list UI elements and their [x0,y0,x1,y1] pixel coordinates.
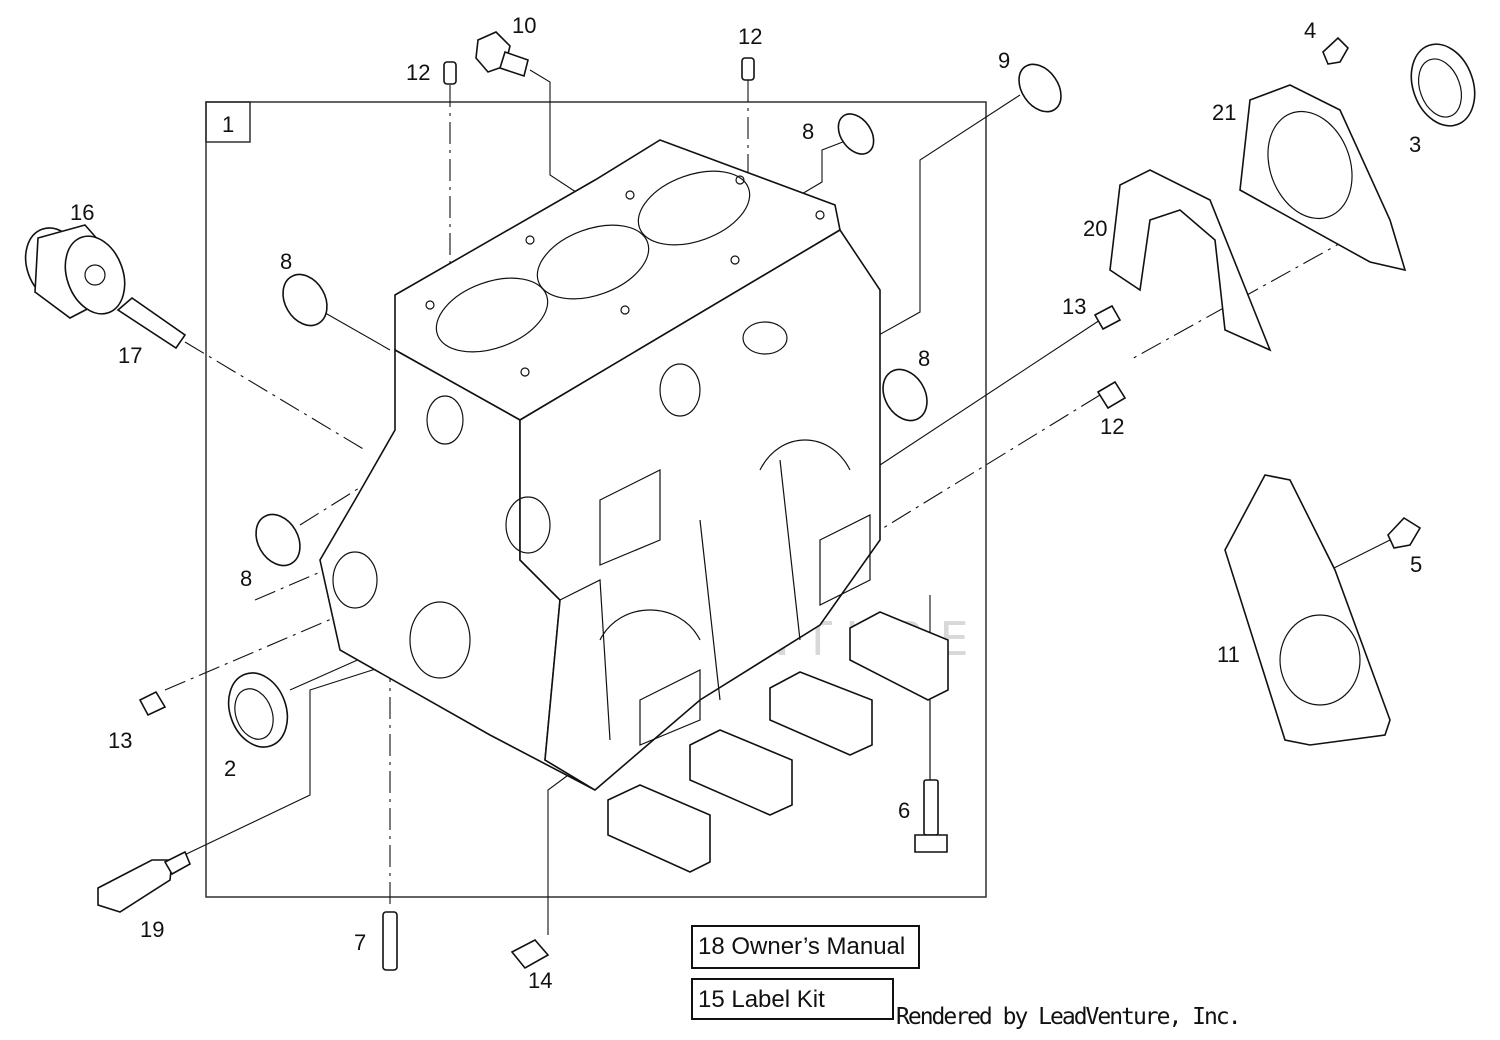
oil-filter-16 [24,224,126,319]
expansion-plug-8 [255,113,928,567]
oil-seal-3 [1410,43,1476,127]
callout-8: 8 [240,566,252,591]
filter-nipple-17 [116,296,187,350]
callout-17: 17 [118,343,142,368]
callout-7: 7 [354,930,366,955]
dowel-pin-12 [443,57,1127,410]
callout-12: 12 [406,60,430,85]
plug-9 [1018,63,1062,113]
main-bearing-bolt-6 [914,779,948,853]
pressure-switch-19 [97,850,192,913]
label-kit-note[interactable]: 15 Label Kit [691,978,894,1020]
callout-8: 8 [802,119,814,144]
callout-12: 12 [1100,414,1124,439]
cylinder-block [319,139,881,791]
owners-manual-note[interactable]: 18 Owner’s Manual [691,925,920,969]
stud-7 [382,911,398,971]
callout-labels: 10 12 12 9 8 4 21 3 16 20 8 13 17 8 12 5… [70,13,1422,993]
oil-seal-2 [227,672,289,748]
callout-13: 13 [108,728,132,753]
callout-9: 9 [998,48,1010,73]
callout-12: 12 [738,24,762,49]
gasket-20 [1109,169,1272,352]
callout-21: 21 [1212,100,1236,125]
plug-14 [510,938,550,970]
render-credit: Rendered by LeadVenture, Inc. [896,1004,1242,1030]
fitting-4 [1322,36,1349,65]
callout-8: 8 [280,249,292,274]
callout-14: 14 [528,968,552,993]
callout-19: 19 [140,917,164,942]
assembly-ref-number: 1 [222,112,234,137]
callout-13: 13 [1062,294,1086,319]
rear-plate-11 [1224,474,1391,746]
bearing-caps [607,611,949,873]
callout-5: 5 [1410,552,1422,577]
label-kit-label: 15 Label Kit [698,986,825,1013]
drain-plug-10 [475,31,529,78]
owners-manual-label: 18 Owner’s Manual [698,933,906,960]
callout-6: 6 [898,798,910,823]
assembly-ref-box [205,101,251,143]
pin-13 [138,304,1122,717]
assembly-frame [205,101,987,898]
callout-4: 4 [1304,18,1316,43]
callout-8: 8 [918,346,930,371]
callout-11: 11 [1217,642,1240,667]
callout-16: 16 [70,200,94,225]
callout-10: 10 [512,13,536,38]
callout-20: 20 [1083,216,1107,241]
callout-3: 3 [1409,132,1421,157]
bolt-5 [1387,516,1422,549]
callout-2: 2 [224,756,236,781]
seal-case-21 [1239,84,1407,272]
